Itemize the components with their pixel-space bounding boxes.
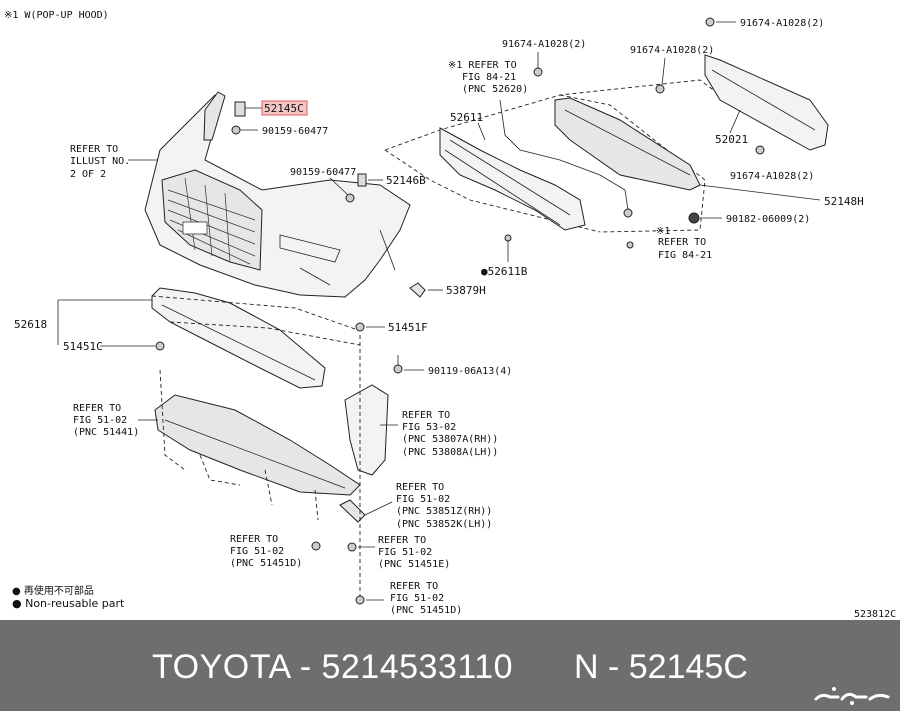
part-52618-label: 52618 bbox=[14, 318, 47, 331]
part-52148h-label: 52148H bbox=[824, 195, 864, 208]
clip-51451c bbox=[155, 341, 165, 351]
refer-d2-line1: REFER TO bbox=[390, 581, 438, 592]
refer-illust-line2: ILLUST NO. bbox=[70, 156, 130, 167]
refer-d2-line2: FIG 51-02 bbox=[390, 593, 444, 604]
bumper-retainer-upper bbox=[203, 91, 226, 141]
refer-84-top-line3: (PNC 52620) bbox=[462, 84, 528, 95]
clip-51451e bbox=[347, 542, 357, 552]
screw-90119 bbox=[393, 364, 403, 374]
engine-under-cover bbox=[154, 394, 361, 496]
refer-illust-line3: 2 OF 2 bbox=[70, 169, 106, 180]
clip-52146b bbox=[357, 173, 367, 187]
refer-53-line1: REFER TO bbox=[402, 410, 450, 421]
refer-e-line2: FIG 51-02 bbox=[378, 547, 432, 558]
refer-53-line2: FIG 53-02 bbox=[402, 422, 456, 433]
bolt-91674-top bbox=[705, 17, 715, 27]
part-52145c-label: 52145C bbox=[264, 102, 304, 115]
refer-51441-line3: (PNC 51441) bbox=[73, 427, 139, 438]
refer-d2-line3: (PNC 51451D) bbox=[390, 605, 462, 616]
part-91674-left-label: 91674-A1028(2) bbox=[502, 39, 586, 50]
refer-538-line3: (PNC 53851Z(RH)) bbox=[396, 506, 492, 517]
refer-538-line4: (PNC 53852K(LH)) bbox=[396, 519, 492, 530]
legend-line2: ● Non-reusable part bbox=[12, 597, 125, 610]
footer-bar bbox=[0, 620, 900, 711]
bumper-energy-absorber-52611 bbox=[439, 127, 586, 231]
part-52611b-label: ●52611B bbox=[481, 265, 528, 278]
diagram-code: 523812C bbox=[854, 609, 896, 620]
refer-51441-line1: REFER TO bbox=[73, 403, 121, 414]
refer-84-low-line3: FIG 84-21 bbox=[658, 250, 712, 261]
refer-d1-line3: (PNC 51451D) bbox=[230, 558, 302, 569]
part-91674-mid-label: 91674-A1028(2) bbox=[630, 45, 714, 56]
refer-84-low-line2: REFER TO bbox=[658, 237, 706, 248]
site-logo-icon bbox=[814, 687, 890, 705]
footer-pnc-code: N - 52145C bbox=[574, 648, 748, 686]
part-52146b-label: 52146B bbox=[386, 174, 426, 187]
bolt-91674-mid bbox=[655, 84, 665, 94]
refer-51441-line2: FIG 51-02 bbox=[73, 415, 127, 426]
part-53879h-label: 53879H bbox=[446, 284, 486, 297]
pop-up-hood-note: ※1 W(POP-UP HOOD) bbox=[4, 10, 109, 21]
part-91674-top-label: 91674-A1028(2) bbox=[740, 18, 824, 29]
refer-illust-line1: REFER TO bbox=[70, 144, 118, 155]
bumper-support-52148h bbox=[704, 54, 829, 151]
clip-53879h bbox=[409, 282, 426, 298]
part-52611-label: 52611 bbox=[450, 111, 483, 124]
bolt-91674-low bbox=[755, 145, 765, 155]
part-51451c-label: 51451C bbox=[63, 340, 103, 353]
screw-90159-top bbox=[231, 125, 241, 135]
legend-line1: ● 再使用不可部品 bbox=[12, 584, 94, 597]
refer-d1-line1: REFER TO bbox=[230, 534, 278, 545]
wire-connector bbox=[623, 208, 633, 218]
clip-51451d-bottom bbox=[355, 595, 365, 605]
nut-90182 bbox=[688, 212, 700, 224]
clip-52611b bbox=[504, 234, 512, 242]
refer-d1-line2: FIG 51-02 bbox=[230, 546, 284, 557]
refer-53-line3: (PNC 53807A(RH)) bbox=[402, 434, 498, 445]
refer-84-top-line2: FIG 84-21 bbox=[462, 72, 516, 83]
refer-53-line4: (PNC 53808A(LH)) bbox=[402, 447, 498, 458]
part-91674-low-label: 91674-A1028(2) bbox=[730, 171, 814, 182]
part-90182-label: 90182-06009(2) bbox=[726, 214, 810, 225]
footer-part-number: TOYOTA - 5214533110 bbox=[152, 648, 514, 686]
front-bumper-cover bbox=[144, 94, 411, 298]
fender-liner-bracket bbox=[344, 384, 389, 476]
clip-51451d-left bbox=[311, 541, 321, 551]
part-51451f-label: 51451F bbox=[388, 321, 428, 334]
screw-90159-mid bbox=[345, 193, 355, 203]
refer-84-low-line1: ※1 bbox=[656, 226, 670, 237]
parts-diagram: ※1 W(POP-UP HOOD) 52145C 90159-60477 REF… bbox=[4, 10, 897, 620]
clip-refer-84-low bbox=[626, 241, 634, 249]
refer-e-line3: (PNC 51451E) bbox=[378, 559, 450, 570]
part-90119-label: 90119-06A13(4) bbox=[428, 366, 512, 377]
clip-52145c bbox=[234, 101, 246, 117]
bolt-91674-left bbox=[533, 67, 543, 77]
part-90159-mid-label: 90159-60477 bbox=[290, 167, 356, 178]
clip-51451f bbox=[355, 322, 365, 332]
refer-e-line1: REFER TO bbox=[378, 535, 426, 546]
part-52021-label: 52021 bbox=[715, 133, 748, 146]
refer-84-top-line1: ※1 REFER TO bbox=[448, 60, 517, 71]
refer-538-line2: FIG 51-02 bbox=[396, 494, 450, 505]
refer-538-line1: REFER TO bbox=[396, 482, 444, 493]
bumper-reinforcement-52021 bbox=[554, 97, 701, 191]
part-90159-top-label: 90159-60477 bbox=[262, 126, 328, 137]
bracket-53851z bbox=[339, 499, 366, 523]
